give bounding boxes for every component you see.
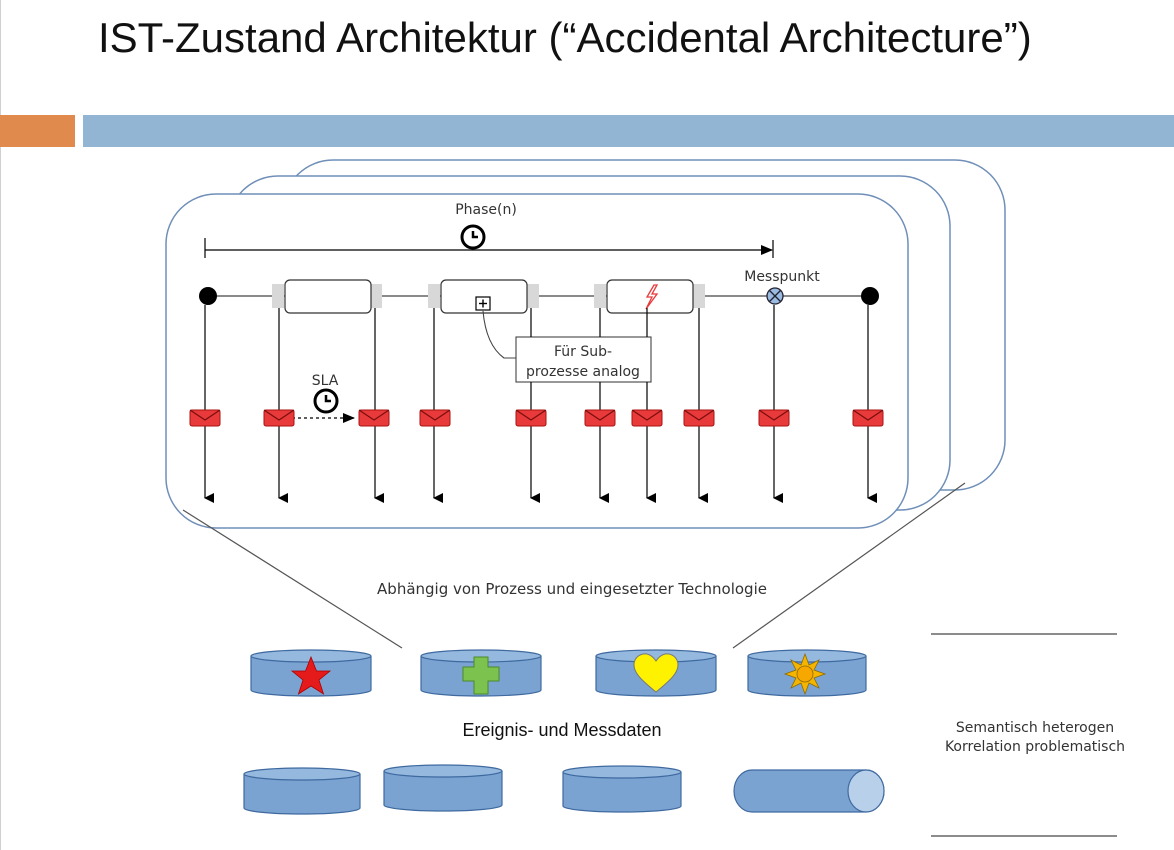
subprocess-note-line1: Für Sub- — [554, 344, 612, 360]
data-store-star — [250, 649, 372, 697]
data-store-cross — [420, 649, 542, 697]
end-event — [861, 287, 879, 305]
start-event — [199, 287, 217, 305]
data-store-plain-1 — [243, 767, 361, 815]
sun-icon — [783, 652, 827, 696]
connector-line-left — [182, 509, 403, 649]
semantic-line1: Semantisch heterogen — [956, 720, 1114, 736]
sla-clock-icon — [313, 388, 339, 414]
lightning-icon — [645, 284, 659, 310]
connector-line-right — [732, 482, 966, 649]
data-store-heart — [595, 649, 717, 697]
sla-label: SLA — [312, 373, 339, 389]
slide-title: IST-Zustand Architektur (“Accidental Arc… — [98, 14, 1032, 61]
data-store-horizontal — [733, 769, 885, 813]
accent-bar-blue — [83, 115, 1174, 147]
activity-box-subprocess — [428, 279, 539, 314]
accent-bar-orange — [0, 115, 75, 147]
subprocess-note-line2: prozesse analog — [526, 364, 640, 380]
star-icon — [290, 655, 332, 695]
phase-label: Phase(n) — [455, 202, 517, 218]
data-store-plain-2 — [383, 764, 503, 812]
messpunkt-label: Messpunkt — [744, 269, 820, 285]
dependency-caption: Abhängig von Prozess und eingesetzter Te… — [377, 580, 767, 598]
subprocess-note-connector — [482, 310, 516, 359]
heart-icon — [633, 653, 679, 693]
cross-icon — [462, 656, 500, 695]
measure-point-icon — [766, 287, 784, 305]
semantic-line2: Korrelation problematisch — [945, 739, 1125, 755]
activity-box-1 — [272, 279, 382, 314]
clock-icon — [460, 224, 486, 250]
activity-box-error — [594, 279, 705, 314]
data-label: Ereignis- und Messdaten — [462, 720, 661, 740]
slide-left-border — [0, 0, 1, 850]
subprocess-note-box — [515, 336, 652, 383]
event-flows — [204, 305, 877, 503]
envelope-icons — [189, 409, 884, 427]
subprocess-plus-icon — [475, 296, 491, 311]
data-store-plain-3 — [562, 765, 682, 813]
data-store-sun — [747, 649, 867, 697]
